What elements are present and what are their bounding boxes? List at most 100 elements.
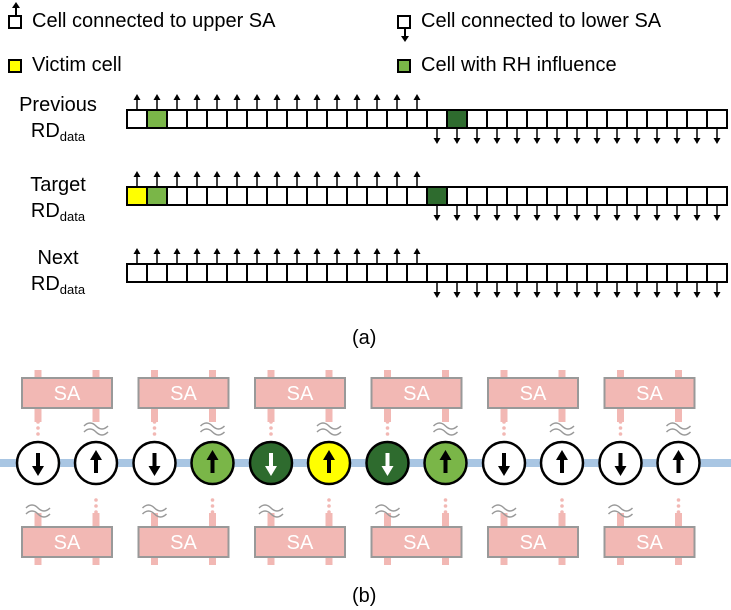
connection-dot	[269, 426, 273, 430]
memory-cell	[706, 263, 728, 283]
up-arrowhead-icon	[193, 248, 201, 254]
memory-cell	[706, 186, 728, 206]
up-arrowhead-icon	[413, 171, 421, 177]
up-arrowhead-icon	[153, 94, 161, 100]
down-arrowhead-icon	[553, 292, 561, 298]
down-arrowhead-icon	[513, 292, 521, 298]
break-mark-icon	[25, 504, 51, 512]
sa-label: SA	[636, 532, 663, 554]
up-arrowhead-icon	[439, 450, 452, 460]
up-arrowhead-icon	[333, 171, 341, 177]
connection-dot	[618, 420, 623, 424]
lower-sense-amp	[254, 526, 346, 558]
connection-dot	[36, 426, 40, 430]
down-arrowhead-icon	[473, 292, 481, 298]
up-arrow-icon	[210, 459, 215, 473]
up-arrow-icon	[94, 459, 98, 473]
row-label-rd: RDdata	[30, 120, 86, 144]
connection-dot	[676, 504, 681, 508]
up-arrowhead-icon	[233, 171, 241, 177]
sa-label: SA	[287, 383, 314, 405]
down-arrowhead-icon	[533, 138, 541, 144]
up-arrowhead-icon	[133, 171, 141, 177]
down-arrowhead-icon	[381, 466, 394, 476]
up-arrowhead-icon	[173, 94, 181, 100]
down-arrowhead-icon	[493, 215, 501, 221]
lower-sense-amp	[137, 526, 230, 558]
connection-dot	[560, 510, 564, 514]
up-arrowhead-icon	[153, 248, 161, 254]
up-arrowhead-icon	[556, 450, 568, 460]
connection-dot	[385, 420, 390, 424]
connection-dot	[210, 498, 215, 502]
down-arrowhead-icon	[613, 292, 621, 298]
row-label-rd: RDdata	[30, 200, 86, 224]
connection-dot	[36, 432, 40, 436]
up-arrowhead-icon	[293, 171, 301, 177]
up-arrowhead-icon	[206, 450, 219, 460]
sa-label: SA	[636, 383, 663, 405]
up-arrowhead-icon	[373, 171, 381, 177]
row-label-main: Target	[30, 174, 86, 196]
connection-dot	[443, 510, 448, 514]
down-arrowhead-icon	[633, 292, 641, 298]
down-arrowhead-icon	[693, 292, 701, 298]
break-mark-icon	[607, 510, 634, 518]
up-arrowhead-icon	[313, 248, 321, 254]
legend-rh-label: Cell with RH influence	[421, 54, 617, 76]
up-arrowhead-icon	[193, 171, 201, 177]
sa-label: SA	[403, 383, 430, 405]
up-arrowhead-icon	[273, 248, 281, 254]
up-arrowhead-icon	[333, 94, 341, 100]
up-arrowhead-icon	[672, 450, 685, 460]
down-arrowhead-icon	[553, 215, 561, 221]
down-arrowhead-icon	[613, 138, 621, 144]
legend-victim-label: Victim cell	[32, 54, 122, 76]
down-arrowhead-icon	[713, 138, 721, 144]
break-mark-icon	[83, 422, 109, 430]
up-arrowhead-icon	[293, 94, 301, 100]
connection-dot	[618, 414, 623, 418]
up-arrowhead-icon	[253, 248, 261, 254]
legend-upper: Cell connected to upper SA	[8, 1, 276, 33]
connection-dot	[618, 432, 623, 436]
down-arrowhead-icon	[713, 292, 721, 298]
sa-label: SA	[520, 532, 547, 554]
sa-label: SA	[287, 532, 314, 554]
down-arrowhead-icon	[573, 292, 581, 298]
sa-label: SA	[170, 383, 197, 405]
up-arrowhead-icon	[253, 171, 261, 177]
down-arrowhead-icon	[533, 292, 541, 298]
down-arrowhead-icon	[453, 215, 461, 221]
sa-label: SA	[54, 532, 81, 554]
caption-a: (a)	[352, 327, 377, 349]
break-mark-icon	[607, 504, 634, 512]
break-mark-icon	[549, 422, 575, 430]
row-label-next: Next RDdata	[8, 245, 108, 303]
break-mark-icon	[258, 504, 284, 512]
down-arrowhead-icon	[433, 292, 441, 298]
down-arrowhead-icon	[473, 215, 481, 221]
upper-sense-amp	[487, 377, 579, 409]
down-arrowhead-icon	[453, 292, 461, 298]
down-arrowhead-icon	[573, 138, 581, 144]
lower-cell-icon	[397, 14, 411, 42]
up-arrowhead-icon	[173, 171, 181, 177]
break-mark-icon	[665, 422, 692, 430]
connection-dot	[327, 504, 331, 508]
down-arrow-icon	[502, 453, 506, 467]
connection-dot	[502, 432, 506, 436]
up-arrowhead-icon	[273, 94, 281, 100]
down-arrowhead-icon	[493, 138, 501, 144]
down-arrowhead-icon	[713, 215, 721, 221]
break-mark-icon	[665, 428, 692, 436]
down-arrowhead-icon	[613, 215, 621, 221]
upper-sense-amp	[254, 377, 346, 409]
connection-dot	[152, 414, 157, 418]
connection-dot	[327, 498, 331, 502]
down-arrowhead-icon	[633, 138, 641, 144]
down-arrowhead-icon	[148, 466, 161, 476]
up-arrow-icon	[676, 459, 681, 473]
break-mark-icon	[83, 428, 109, 436]
lower-sense-amp	[370, 526, 463, 558]
